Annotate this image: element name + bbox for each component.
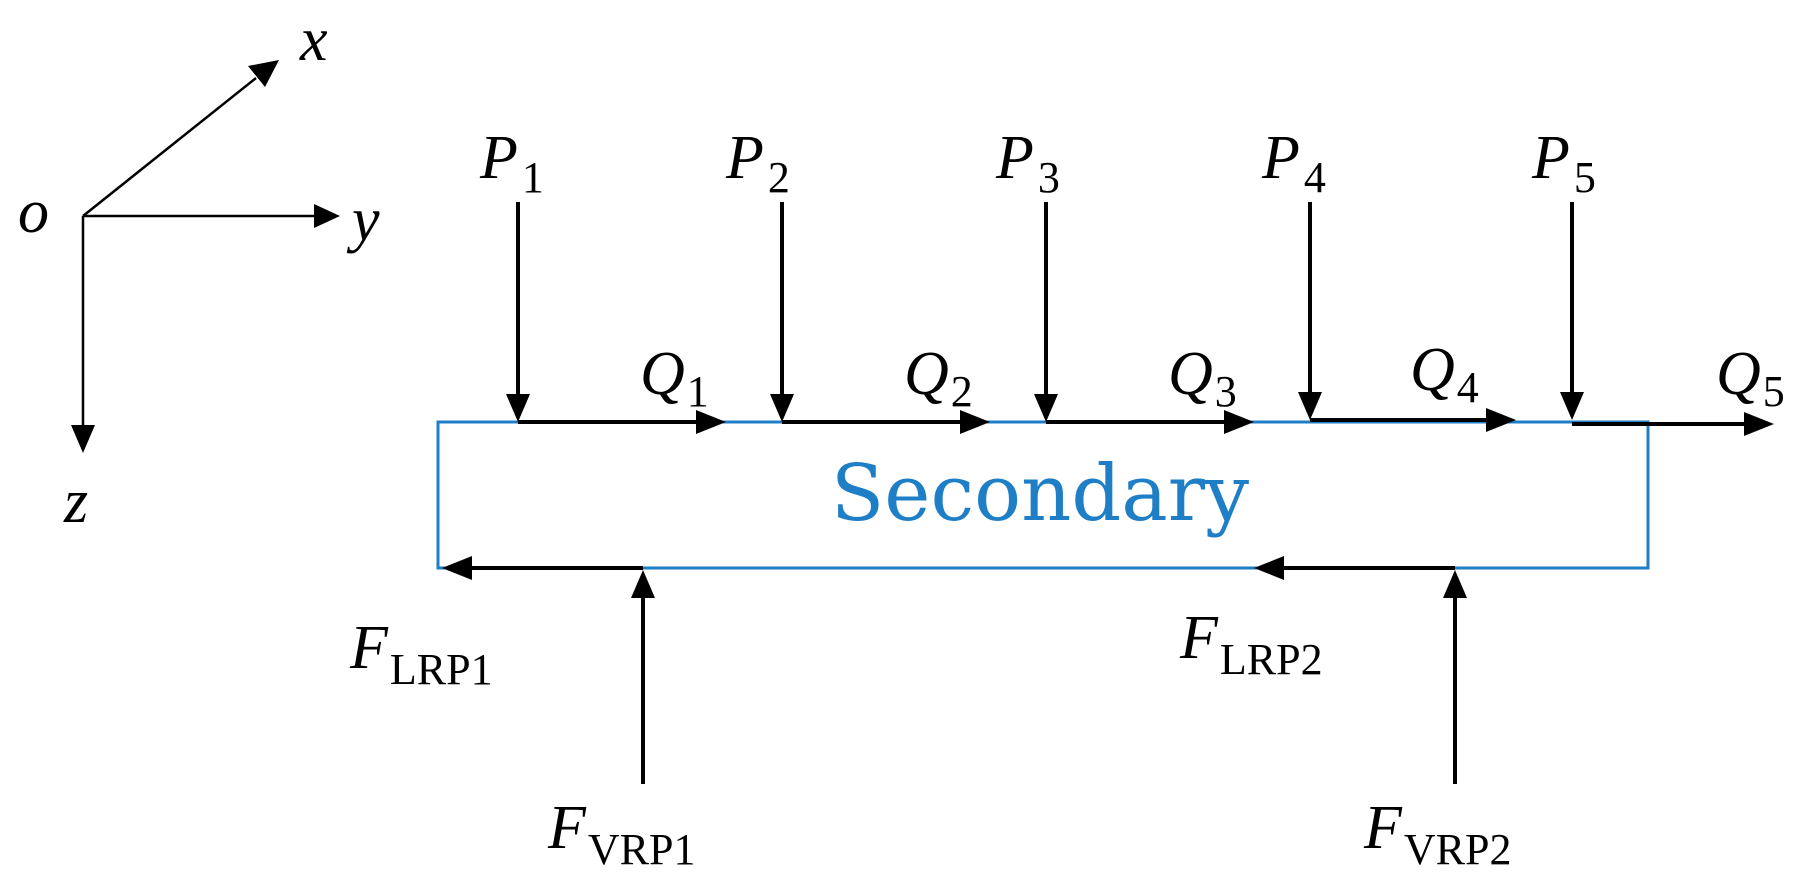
p1-label-base: P [479,124,518,192]
q1-label: Q1 [640,340,709,416]
y-axis-label: y [346,186,380,254]
p2-label-sub: 2 [768,153,790,202]
x-axis-label: x [299,6,328,74]
q4-label-base: Q [1410,336,1455,404]
q3-label-base: Q [1168,340,1213,408]
p2-label-base: P [725,124,764,192]
q5-label-base: Q [1716,340,1761,408]
p1-arrowhead [506,394,530,422]
q2-label-sub: 2 [951,367,973,416]
q3-label: Q3 [1168,340,1237,416]
lrp1-arrowhead [442,556,472,580]
p4-label-base: P [1261,124,1300,192]
lrp2-label: FLRP2 [1179,604,1323,684]
z-axis-arrowhead [71,425,95,453]
lrp1-label-base: F [349,614,389,682]
q4-label: Q4 [1410,336,1479,412]
p4-arrowhead [1298,392,1322,420]
q4-label-sub: 4 [1457,363,1479,412]
vertical-loads: P1 P2 P3 P4 P5 [479,124,1596,422]
horizontal-forces: Q1 Q2 Q3 Q4 Q5 [518,336,1785,436]
vrp2-label-base: F [1363,794,1403,862]
lrp2-arrowhead [1254,556,1284,580]
vrp2-arrowhead [1443,570,1467,598]
lrp2-label-sub: LRP2 [1220,635,1323,684]
p5-label-base: P [1531,124,1570,192]
p5-label: P5 [1531,124,1596,202]
secondary-box [436,420,1650,570]
p4-label: P4 [1261,124,1326,202]
p5-arrowhead [1560,392,1584,420]
y-axis-arrowhead [314,204,340,228]
secondary-label: Secondary [831,449,1249,539]
p3-label-base: P [995,124,1034,192]
q1-label-sub: 1 [687,367,709,416]
p1-label: P1 [479,124,544,202]
lrp1-label: FLRP1 [349,614,493,694]
q5-label-sub: 5 [1763,367,1785,416]
q2-arrowhead [960,410,990,434]
p4-label-sub: 4 [1304,153,1326,202]
p2-label: P2 [725,124,790,202]
q4-arrowhead [1486,408,1516,432]
q3-label-sub: 3 [1215,367,1237,416]
vrp1-label-sub: VRP1 [588,825,696,874]
p2-arrowhead [770,394,794,422]
vrp1-arrowhead [631,570,655,598]
q5-arrowhead [1744,412,1774,436]
p3-arrowhead [1034,394,1058,422]
vrp1-label: FVRP1 [547,794,695,874]
p1-label-sub: 1 [522,153,544,202]
x-axis-arrowhead [248,60,279,87]
q2-label-base: Q [904,340,949,408]
vrp1-label-base: F [547,794,587,862]
z-axis-label: z [63,468,88,536]
p5-label-sub: 5 [1574,153,1596,202]
x-axis-line [82,77,257,217]
q2-label: Q2 [904,340,973,416]
q1-label-base: Q [640,340,685,408]
lrp1-label-sub: LRP1 [390,645,493,694]
q1-arrowhead [696,410,726,434]
q3-arrowhead [1224,410,1254,434]
p3-label: P3 [995,124,1060,202]
vrp2-label-sub: VRP2 [1404,825,1512,874]
origin-label: o [18,178,49,246]
lrp2-label-base: F [1179,604,1219,672]
coordinate-axes: o x y z [18,6,380,536]
q5-label: Q5 [1716,340,1785,416]
vrp2-label: FVRP2 [1363,794,1511,874]
p3-label-sub: 3 [1038,153,1060,202]
reaction-forces: FLRP1 FLRP2 FVRP1 FVRP2 [349,556,1511,874]
